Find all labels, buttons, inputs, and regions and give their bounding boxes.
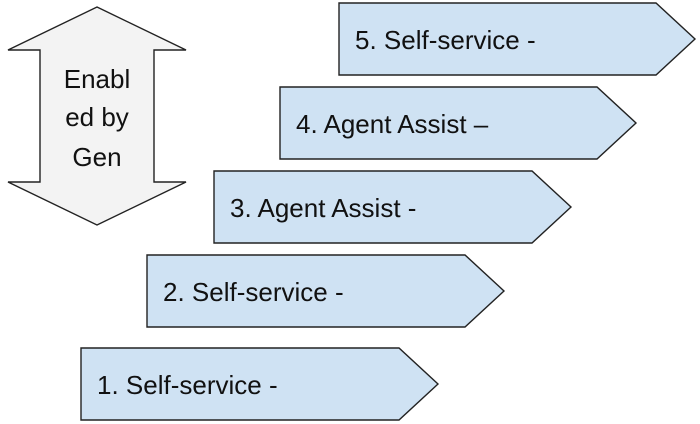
step-1: 1. Self-service - <box>80 347 440 421</box>
step-2: 2. Self-service - <box>146 254 506 328</box>
step-1-label: 1. Self-service - <box>97 370 278 400</box>
step-4-label: 4. Agent Assist – <box>296 109 489 139</box>
double-arrow-line-2: ed by <box>65 102 129 132</box>
double-arrow: Enabl ed by Gen <box>7 6 187 226</box>
step-2-shape <box>146 254 506 328</box>
step-3-label: 3. Agent Assist - <box>230 193 416 223</box>
step-2-label: 2. Self-service - <box>163 277 344 307</box>
step-1-shape <box>80 347 440 421</box>
double-arrow-shape <box>7 6 187 226</box>
double-arrow-line-1: Enabl <box>64 64 131 94</box>
double-arrow-line-3: Gen <box>72 142 121 172</box>
step-4-shape <box>279 86 638 160</box>
step-4: 4. Agent Assist – <box>279 86 638 160</box>
step-3: 3. Agent Assist - <box>213 170 573 244</box>
step-3-shape <box>213 170 573 244</box>
step-5: 5. Self-service - <box>338 2 697 76</box>
step-5-label: 5. Self-service - <box>355 25 536 55</box>
step-5-shape <box>338 2 697 76</box>
